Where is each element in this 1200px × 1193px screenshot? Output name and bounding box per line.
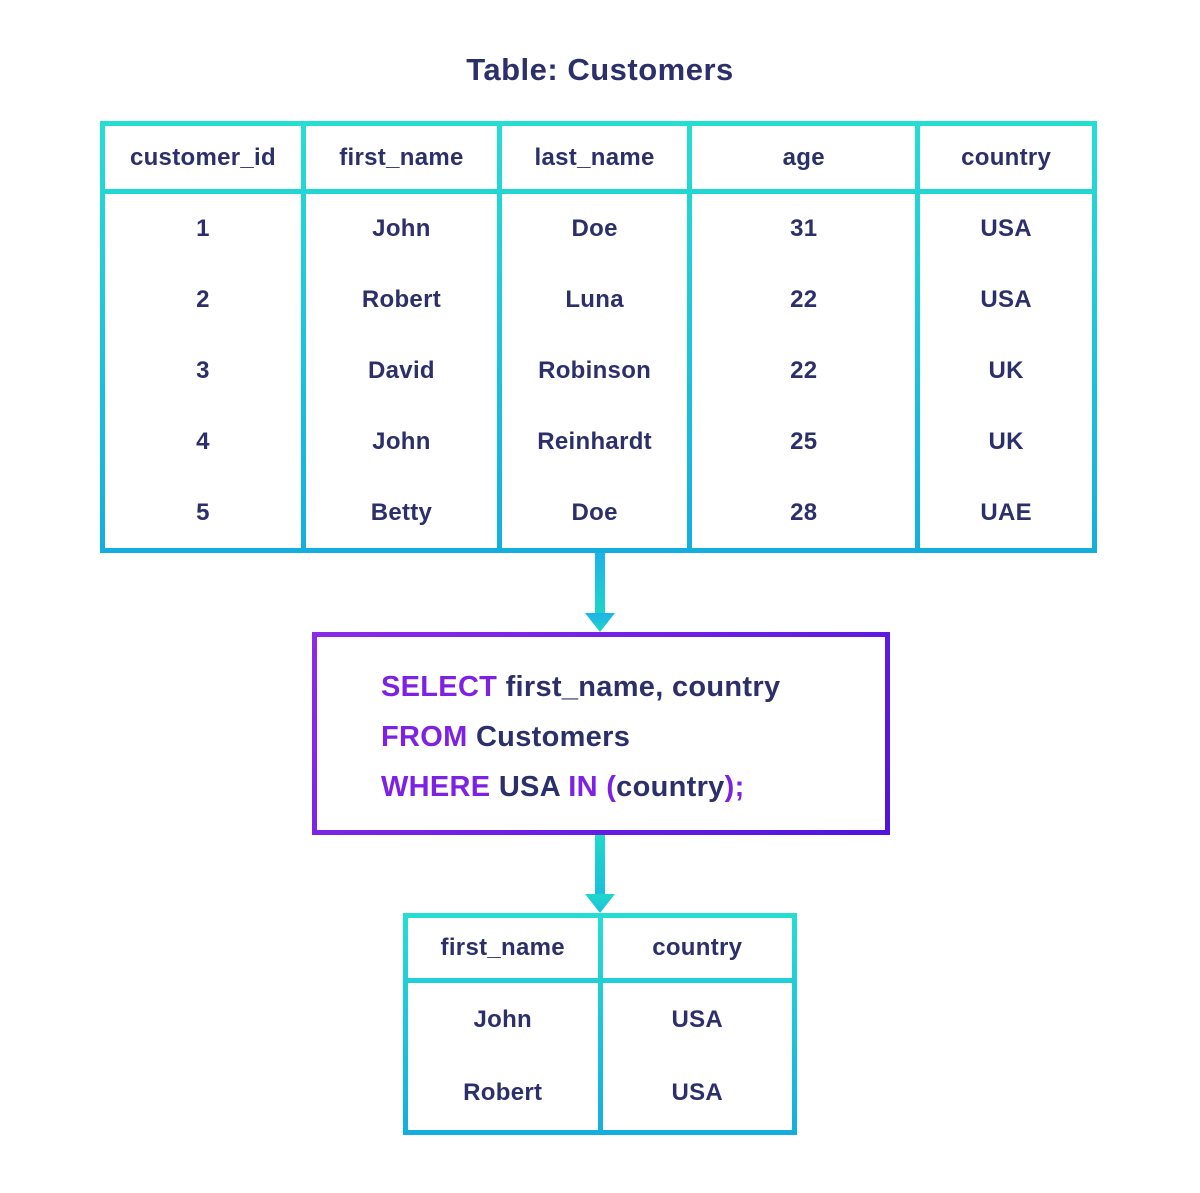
column-first-name: John Robert David John Betty <box>305 194 497 548</box>
table-cell: 4 <box>196 427 210 455</box>
customers-table: customer_id first_name last_name age cou… <box>100 121 1097 553</box>
sql-keyword-where: WHERE <box>381 771 499 803</box>
table-cell: John <box>473 1005 533 1033</box>
table-cell: USA <box>980 286 1032 314</box>
sql-close-paren-semicolon: ); <box>724 771 745 803</box>
sql-where-value: USA <box>498 771 569 803</box>
table-cell: USA <box>671 1005 724 1033</box>
sql-line-select: SELECT first_name, country <box>381 662 885 712</box>
table-cell: 31 <box>790 215 818 243</box>
column-header-customer-id: customer_id <box>105 126 301 189</box>
column-header-first-name: first_name <box>305 126 497 189</box>
result-column-country: USA USA <box>602 983 792 1130</box>
table-cell: Robinson <box>538 356 652 384</box>
sql-in-column: country <box>616 771 725 803</box>
table-cell: USA <box>671 1079 724 1107</box>
diagram-title: Table: Customers <box>466 52 734 87</box>
table-cell: Robert <box>463 1079 543 1107</box>
table-cell: UK <box>988 356 1024 384</box>
table-cell: John <box>372 215 431 243</box>
table-cell: 28 <box>790 498 818 526</box>
sql-keyword-in: IN <box>568 771 607 803</box>
table-cell: 1 <box>196 215 210 243</box>
table-cell: Doe <box>571 498 618 526</box>
column-customer-id: 1 2 3 4 5 <box>105 194 301 548</box>
result-header-country: country <box>602 918 792 978</box>
table-cell: 22 <box>790 356 818 384</box>
column-header-age: age <box>692 126 916 189</box>
sql-line-where: WHERE USA IN (country); <box>381 762 885 812</box>
table-cell: 22 <box>790 286 818 314</box>
table-cell: Robert <box>361 286 442 314</box>
sql-line-from: FROM Customers <box>381 712 885 762</box>
table-cell: UAE <box>980 498 1032 526</box>
column-header-country: country <box>920 126 1092 189</box>
sql-select-columns: first_name, country <box>505 671 781 703</box>
column-last-name: Doe Luna Robinson Reinhardt Doe <box>501 194 688 548</box>
result-column-first-name: John Robert <box>408 983 598 1130</box>
table-cell: David <box>368 356 435 384</box>
table-cell: Betty <box>370 498 433 526</box>
sql-query-box: SELECT first_name, country FROM Customer… <box>312 632 890 835</box>
table-cell: Reinhardt <box>537 427 652 455</box>
arrow-down-icon <box>585 835 615 913</box>
table-cell: 5 <box>196 498 210 526</box>
table-cell: 25 <box>790 427 818 455</box>
result-table: first_name country John Robert USA USA <box>403 913 797 1135</box>
result-header-first-name: first_name <box>408 918 598 978</box>
table-cell: 2 <box>196 286 210 314</box>
sql-open-paren: ( <box>606 771 617 803</box>
table-cell: USA <box>980 215 1032 243</box>
column-header-last-name: last_name <box>501 126 688 189</box>
sql-from-table: Customers <box>475 721 631 753</box>
column-age: 31 22 22 25 28 <box>692 194 916 548</box>
sql-keyword-select: SELECT <box>381 671 506 703</box>
table-cell: Luna <box>565 286 624 314</box>
arrow-down-icon <box>585 553 615 632</box>
table-cell: Doe <box>571 215 618 243</box>
sql-keyword-from: FROM <box>381 721 476 753</box>
table-cell: John <box>372 427 431 455</box>
column-country: USA USA UK UK UAE <box>920 194 1092 548</box>
table-cell: 3 <box>196 356 210 384</box>
table-cell: UK <box>988 427 1024 455</box>
